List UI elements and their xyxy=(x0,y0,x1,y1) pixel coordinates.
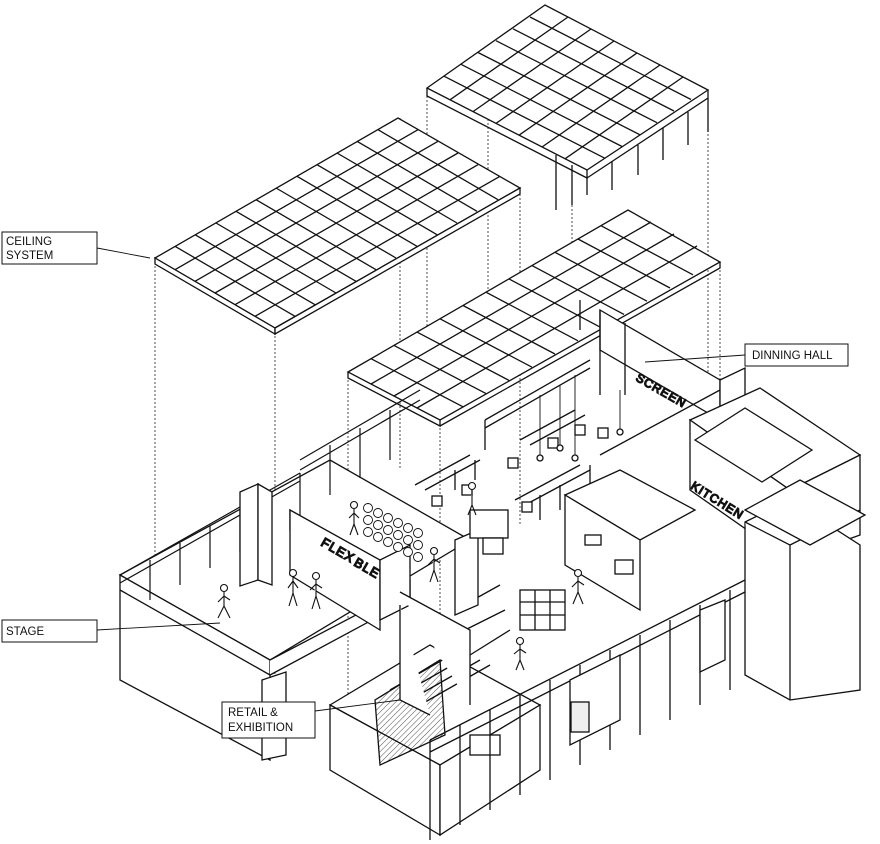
callout-dining-hall: DINNING HALL xyxy=(644,343,849,367)
label-dining-hall: DINNING HALL xyxy=(752,350,833,362)
retail-exhibition xyxy=(328,644,542,837)
person xyxy=(467,481,477,516)
ceiling-grid-middle xyxy=(346,209,722,428)
glazed-facade xyxy=(429,579,746,840)
ceiling-grid-right xyxy=(425,4,710,210)
label-retail-1: RETAIL & xyxy=(228,707,278,719)
label-ceiling-2: SYSTEM xyxy=(6,250,53,262)
person xyxy=(287,568,299,607)
person xyxy=(513,636,527,671)
flexible-partition: FLEX BLE xyxy=(289,508,411,632)
column xyxy=(239,482,273,587)
label-ceiling-1: CEILING xyxy=(6,236,52,248)
person xyxy=(571,568,585,605)
people xyxy=(217,481,585,671)
callout-ceiling-system: CEILING SYSTEM xyxy=(1,231,151,265)
person xyxy=(348,500,360,536)
person xyxy=(427,546,441,583)
display-wall xyxy=(363,503,423,562)
stage-railing xyxy=(119,389,421,600)
person xyxy=(309,571,323,610)
corridor-walls xyxy=(399,469,697,716)
ceiling-grid-left xyxy=(153,117,522,336)
person xyxy=(217,583,231,619)
callout-stage: STAGE xyxy=(1,619,221,643)
label-retail-2: EXHIBITION xyxy=(228,722,293,734)
label-stage: STAGE xyxy=(6,626,44,638)
callout-retail: RETAIL & EXHIBITION xyxy=(221,699,401,739)
